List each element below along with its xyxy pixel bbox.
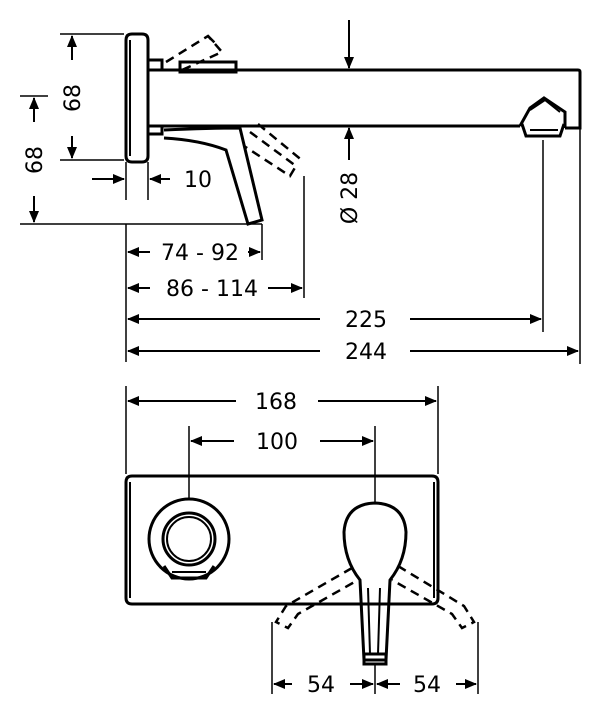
dim-label-lever-range-1: 74 - 92 (161, 241, 239, 266)
dim-label-lever-left-swing: 54 (307, 673, 335, 698)
front-view: 168 100 54 54 (124, 386, 479, 698)
dim-lever-range-1: 74 - 92 (125, 224, 263, 362)
spout-body (148, 68, 582, 138)
dim-label-spout-reach: 225 (345, 308, 387, 333)
dim-label-lever-right-swing: 54 (413, 673, 441, 698)
dim-label-plate-height: 68 (61, 84, 86, 112)
dim-label-spout-diameter: Ø 28 (338, 172, 363, 224)
dim-lever-range-2: 86 - 114 (127, 176, 305, 302)
dim-spout-diameter: Ø 28 (338, 20, 363, 224)
dim-lever-right-swing: 54 (376, 622, 479, 698)
lever-solid (163, 126, 264, 226)
dim-label-lever-height: 68 (23, 146, 48, 174)
wall-plate-side (124, 32, 150, 164)
lever-pulled-dashed (243, 123, 305, 178)
wall-plate-front (124, 474, 440, 606)
dim-plate-width: 168 (125, 386, 439, 474)
dim-plate-depth: 10 (92, 162, 212, 200)
dim-label-plate-depth: 10 (184, 168, 212, 193)
dim-lever-left-swing: 54 (271, 622, 376, 698)
lever-upper-dashed (165, 34, 225, 72)
dim-spout-reach: 225 (127, 140, 544, 333)
dim-plate-height: 68 (60, 33, 124, 161)
cartridge-housing (146, 58, 238, 136)
dim-label-plate-width: 168 (255, 390, 297, 415)
dim-lever-height: 68 (20, 95, 262, 225)
dim-label-center-distance: 100 (256, 430, 298, 455)
diverter-knob (147, 497, 231, 581)
dim-label-lever-range-2: 86 - 114 (166, 277, 258, 302)
dim-total-length: 244 (127, 128, 581, 365)
side-view: 68 68 10 Ø 28 (20, 20, 582, 365)
front-lever-left-dashed (274, 566, 359, 630)
front-lever-solid (342, 501, 408, 666)
dim-center-distance: 100 (188, 426, 376, 504)
front-lever-right-dashed (391, 564, 476, 630)
dim-label-total-length: 244 (345, 340, 387, 365)
